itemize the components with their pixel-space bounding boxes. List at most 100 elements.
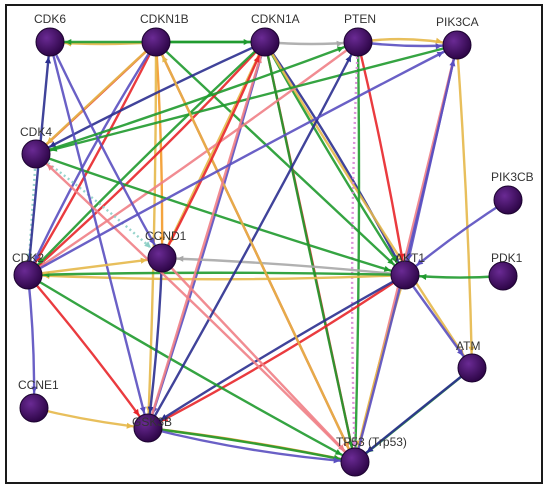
node-label-atm: ATM xyxy=(456,339,480,353)
edge-pten-tp53 xyxy=(353,41,361,463)
edge-cdkn1a-akt1 xyxy=(264,41,407,276)
edge-cdk6-ccnd1 xyxy=(48,41,164,259)
edge-arrowhead-61 xyxy=(449,59,456,67)
edge-arrowhead-54 xyxy=(147,406,154,414)
node-cdk6[interactable] xyxy=(35,27,65,57)
node-cdk2[interactable] xyxy=(13,260,43,290)
edge-pten-cdk2 xyxy=(27,41,359,276)
edge-arrowhead-24 xyxy=(398,253,405,261)
edge-arrowhead-32 xyxy=(416,259,424,266)
node-label-pik3cb: PIK3CB xyxy=(491,170,534,184)
node-label-ccne1: CCNE1 xyxy=(18,378,59,392)
node-label-pdk1: PDK1 xyxy=(491,251,523,265)
edge-tp53-pik3ca xyxy=(353,44,459,463)
edge-cdk2-gsk3b xyxy=(27,274,149,429)
edge-cdkn1a-cdk4 xyxy=(35,40,266,156)
edge-arrowhead-48 xyxy=(31,386,38,394)
edge-gsk3b-tp53 xyxy=(147,426,356,464)
edge-tp53-cdk4 xyxy=(35,153,356,463)
edge-arrowhead-21 xyxy=(347,440,354,448)
edge-arrowhead-45 xyxy=(144,241,151,248)
edge-arrowhead-49 xyxy=(140,257,148,264)
edge-arrowhead-33 xyxy=(419,273,427,280)
edge-arrowhead-19 xyxy=(390,255,397,263)
edge-arrowhead-30 xyxy=(468,346,475,354)
edge-arrowhead-26 xyxy=(351,440,358,448)
edge-arrowhead-47 xyxy=(148,237,155,245)
edge-arrowhead-66 xyxy=(436,51,444,58)
node-label-tp53: TP53 (Trp53) xyxy=(336,435,407,449)
node-atm[interactable] xyxy=(457,353,487,383)
edge-cdk2-ccne1 xyxy=(26,274,36,409)
node-pdk1[interactable] xyxy=(488,261,518,291)
edge-layer xyxy=(26,37,509,464)
edge-cdk4-cdk2 xyxy=(26,153,38,276)
edge-arrowhead-37 xyxy=(160,413,168,420)
edge-cdk4-ccnd1 xyxy=(35,153,163,259)
node-label-cdk4: CDK4 xyxy=(20,125,52,139)
edge-arrowhead-2 xyxy=(336,40,344,47)
edge-arrowhead-62 xyxy=(46,164,54,171)
edge-arrowhead-4 xyxy=(435,43,443,50)
edge-cdkn1a-atm xyxy=(263,41,473,369)
edge-ccnd1-cdkn1a xyxy=(160,41,267,259)
edge-arrowhead-42 xyxy=(366,446,374,453)
node-cdkn1b[interactable] xyxy=(141,27,171,57)
edge-arrowhead-53 xyxy=(126,422,134,429)
edge-gsk3b-pten xyxy=(146,41,360,429)
edge-tp53-cdkn1b xyxy=(154,41,357,463)
node-layer xyxy=(13,27,523,477)
edge-arrowhead-3 xyxy=(435,37,443,44)
node-akt1[interactable] xyxy=(390,260,420,290)
edge-akt1-cdk2 xyxy=(27,271,406,277)
node-gsk3b[interactable] xyxy=(133,413,163,443)
edge-arrowhead-9 xyxy=(159,236,166,244)
edge-arrowhead-52 xyxy=(44,56,52,64)
node-tp53[interactable] xyxy=(340,447,370,477)
node-ccne1[interactable] xyxy=(19,393,49,423)
node-label-cdk6: CDK6 xyxy=(34,12,66,26)
edge-akt1-gsk3b xyxy=(147,274,406,430)
node-label-gsk3b: GSK3B xyxy=(132,415,172,429)
edge-akt1-ccnd1 xyxy=(161,256,406,277)
edge-arrowhead-8 xyxy=(34,254,40,262)
edge-cdk2-tp53 xyxy=(27,273,356,464)
edge-arrowhead-58 xyxy=(333,457,341,464)
edge-ccne1-gsk3b xyxy=(33,406,149,430)
node-label-cdk2: CDK2 xyxy=(12,251,44,265)
node-label-pten: PTEN xyxy=(344,12,376,26)
edge-arrowhead-59 xyxy=(345,55,352,63)
node-cdkn1a[interactable] xyxy=(250,27,280,57)
edge-cdkn1b-cdk2 xyxy=(26,41,158,276)
edge-cdkn1b-cdk2 xyxy=(26,41,158,276)
edge-arrowhead-51 xyxy=(133,408,140,416)
edge-cdkn1a-cdk2 xyxy=(27,41,266,276)
node-label-pik3ca: PIK3CA xyxy=(436,15,479,29)
edge-arrowhead-6 xyxy=(46,137,54,144)
node-pten[interactable] xyxy=(343,27,373,57)
edge-arrowhead-10 xyxy=(387,258,395,265)
edge-akt1-gsk3b xyxy=(147,273,406,430)
node-pik3ca[interactable] xyxy=(442,30,472,60)
edge-arrowhead-46 xyxy=(139,406,146,414)
edge-arrowhead-35 xyxy=(176,255,184,262)
edge-pdk1-akt1 xyxy=(404,273,504,279)
edge-arrowhead-34 xyxy=(457,348,464,356)
edge-akt1-cdk2 xyxy=(27,273,406,281)
node-label-ccnd1: CCND1 xyxy=(145,229,187,243)
edge-cdkn1b-akt1 xyxy=(155,41,406,276)
node-label-cdkn1b: CDKN1B xyxy=(140,12,189,26)
edge-arrowhead-60 xyxy=(162,55,168,63)
node-pik3cb[interactable] xyxy=(493,185,523,215)
edge-gsk3b-tp53 xyxy=(147,426,356,464)
edge-arrowhead-13 xyxy=(65,38,72,46)
edge-cdk4-akt1 xyxy=(35,152,406,277)
edge-cdk4-pten xyxy=(35,40,359,156)
edge-arrowhead-14 xyxy=(49,141,57,147)
edge-gsk3b-cdkn1a xyxy=(146,41,267,429)
edge-arrowhead-64 xyxy=(253,55,260,63)
node-cdk4[interactable] xyxy=(21,139,51,169)
node-ccnd1[interactable] xyxy=(147,243,177,273)
